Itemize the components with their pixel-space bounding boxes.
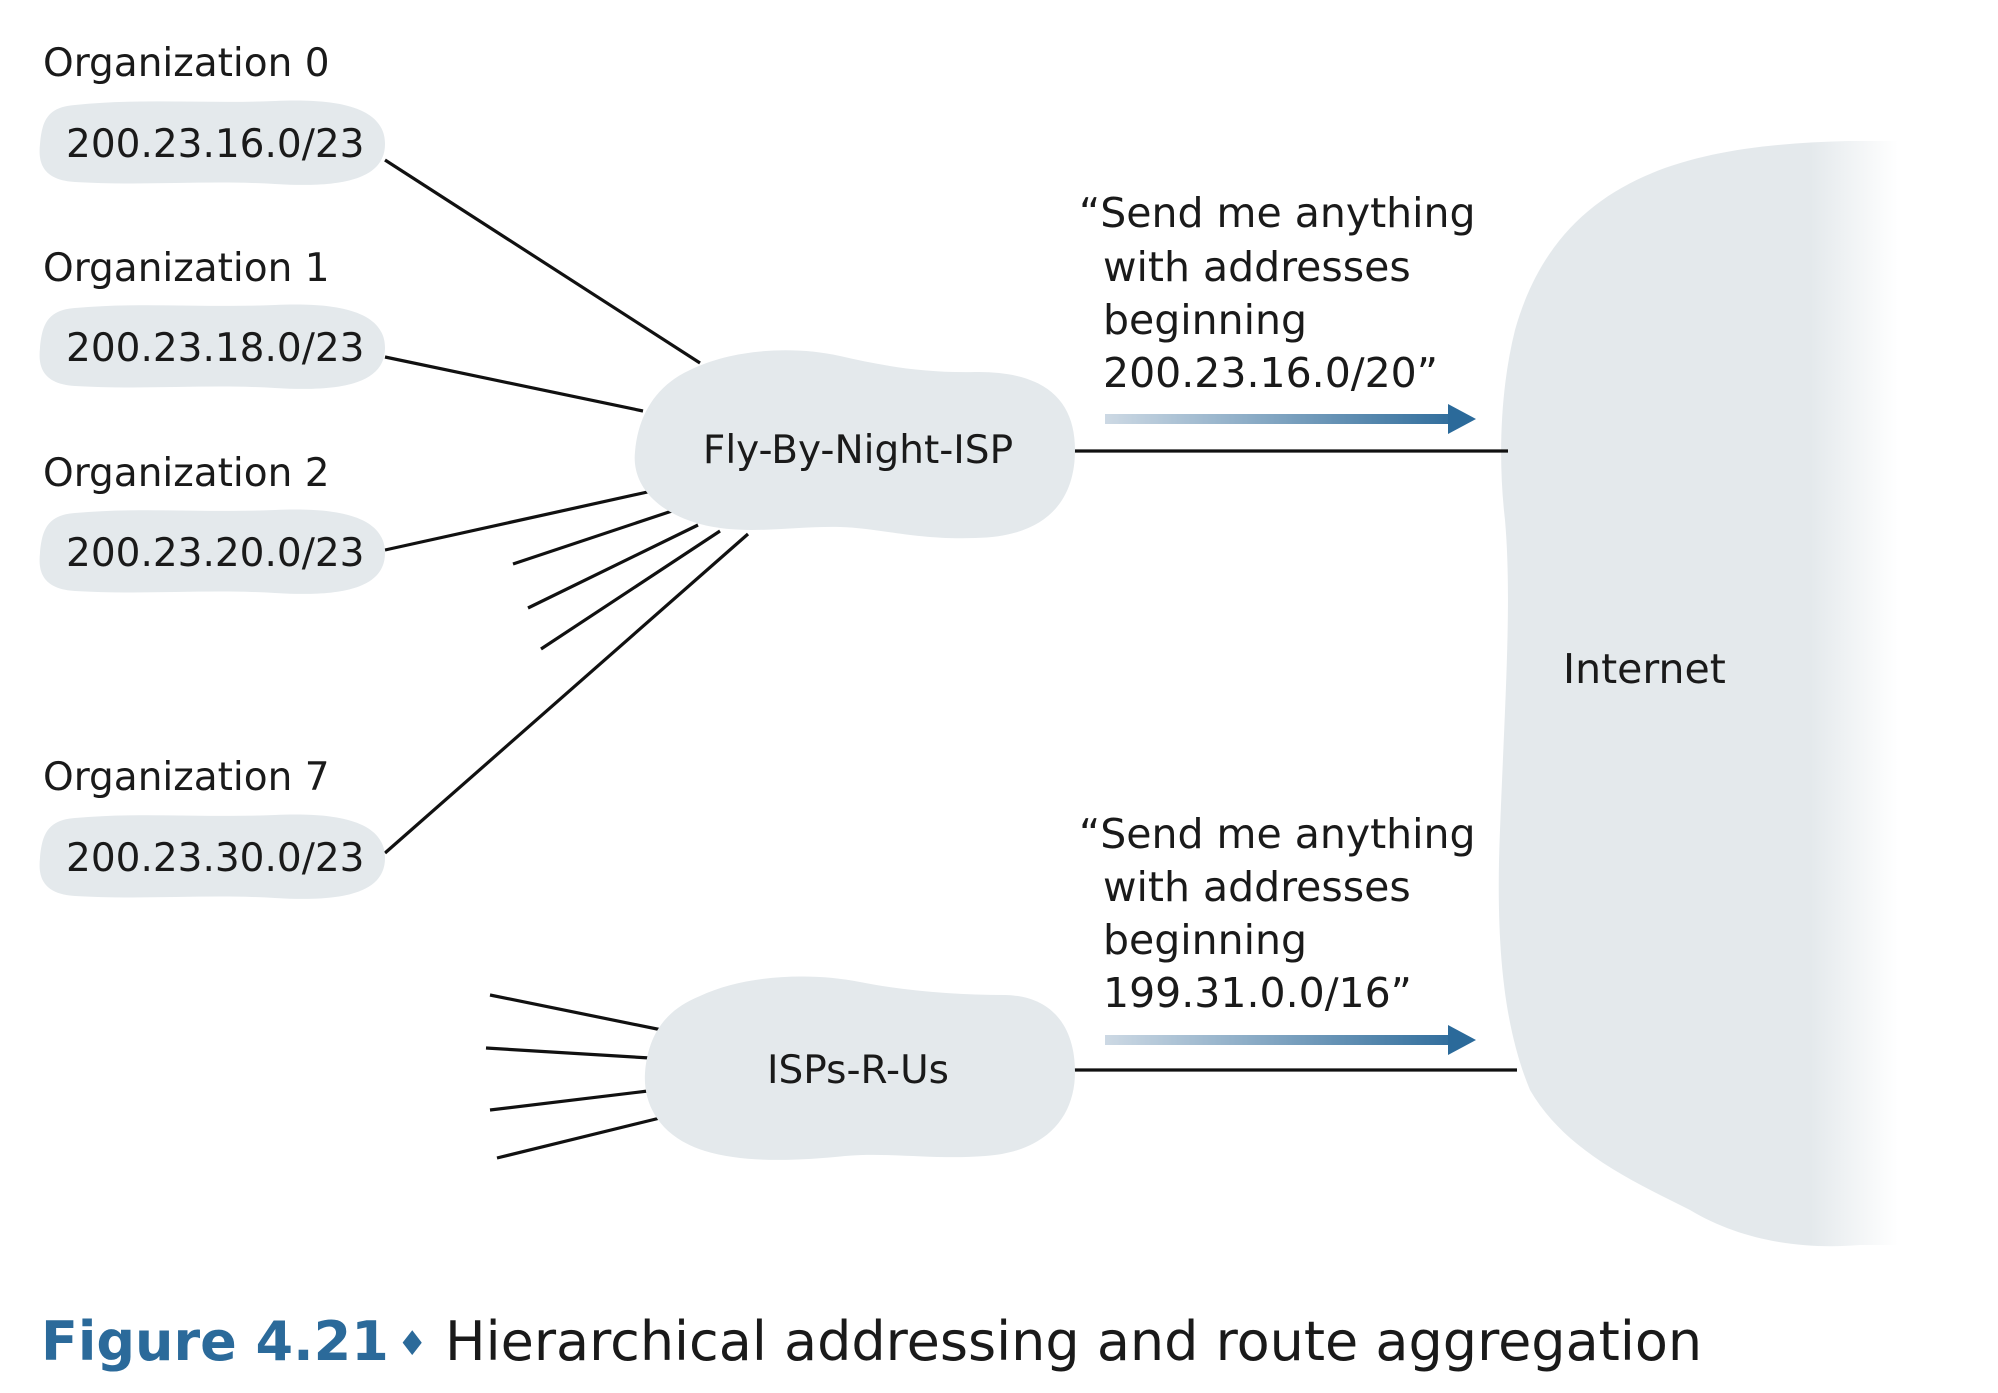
announcement-line: “Send me anything	[1079, 810, 1476, 858]
announcement-line: beginning	[1103, 916, 1307, 964]
announcement-line: 199.31.0.0/16”	[1103, 969, 1412, 1017]
prefix-text: 200.23.30.0/23	[66, 836, 364, 881]
caption-separator: ♦	[397, 1324, 427, 1364]
link-ispsrus-3	[489, 1089, 649, 1112]
link-extra-3	[540, 529, 721, 651]
figure-number: Figure 4.21	[41, 1310, 389, 1373]
isp-name: Fly-By-Night-ISP	[703, 428, 1013, 473]
prefix-text: 200.23.18.0/23	[66, 326, 364, 371]
prefix-blob	[39, 509, 385, 594]
link-ispsrus-2	[485, 1046, 651, 1060]
internet-cloud	[1498, 141, 1898, 1247]
organization-7: Organization 7 200.23.30.0/23	[39, 755, 385, 899]
organization-name: Organization 2	[43, 451, 330, 496]
link-ispsrus-1	[489, 993, 663, 1032]
organization-1: Organization 1 200.23.18.0/23	[39, 246, 385, 389]
isp-cloud	[644, 976, 1075, 1160]
organization-0: Organization 0 200.23.16.0/23	[39, 41, 385, 185]
isps-r-us: ISPs-R-Us	[644, 976, 1075, 1160]
prefix-blob	[39, 304, 385, 389]
caption-text: Hierarchical addressing and route aggreg…	[445, 1310, 1702, 1373]
organization-2: Organization 2 200.23.20.0/23	[39, 451, 385, 594]
fly-by-night-isp: Fly-By-Night-ISP	[634, 350, 1075, 539]
organization-name: Organization 7	[43, 755, 330, 800]
prefix-blob	[39, 100, 385, 185]
announcement-line: with addresses	[1103, 863, 1411, 911]
link-org1-isp	[384, 355, 644, 413]
organization-name: Organization 0	[43, 41, 330, 86]
announcement-fly-by-night: “Send me anything with addresses beginni…	[1079, 189, 1476, 434]
link-extra-2	[527, 523, 699, 610]
organization-name: Organization 1	[43, 246, 330, 291]
announcement-line: with addresses	[1103, 243, 1411, 291]
isp-name: ISPs-R-Us	[767, 1048, 949, 1093]
advertise-arrow-shaft	[1105, 1035, 1465, 1045]
prefix-text: 200.23.20.0/23	[66, 531, 364, 576]
advertise-arrow-shaft	[1105, 414, 1465, 424]
link-org2-isp	[384, 489, 653, 552]
internet-label: Internet	[1563, 645, 1726, 693]
link-ispsrus-4	[496, 1116, 661, 1160]
announcement-line: 200.23.16.0/20”	[1103, 349, 1438, 397]
announcement-isps-r-us: “Send me anything with addresses beginni…	[1079, 810, 1476, 1055]
advertise-arrow-head	[1448, 404, 1476, 434]
prefix-text: 200.23.16.0/23	[66, 122, 364, 167]
isp-cloud	[634, 350, 1075, 539]
figure-caption: Figure 4.21 ♦ Hierarchical addressing an…	[41, 1310, 1702, 1373]
announcement-line: beginning	[1103, 296, 1307, 344]
link-extra-1	[512, 509, 673, 566]
announcement-line: “Send me anything	[1079, 189, 1476, 237]
advertise-arrow-head	[1448, 1025, 1476, 1055]
link-org0-isp	[384, 158, 701, 365]
link-org7-isp	[383, 532, 750, 855]
prefix-blob	[39, 814, 385, 899]
